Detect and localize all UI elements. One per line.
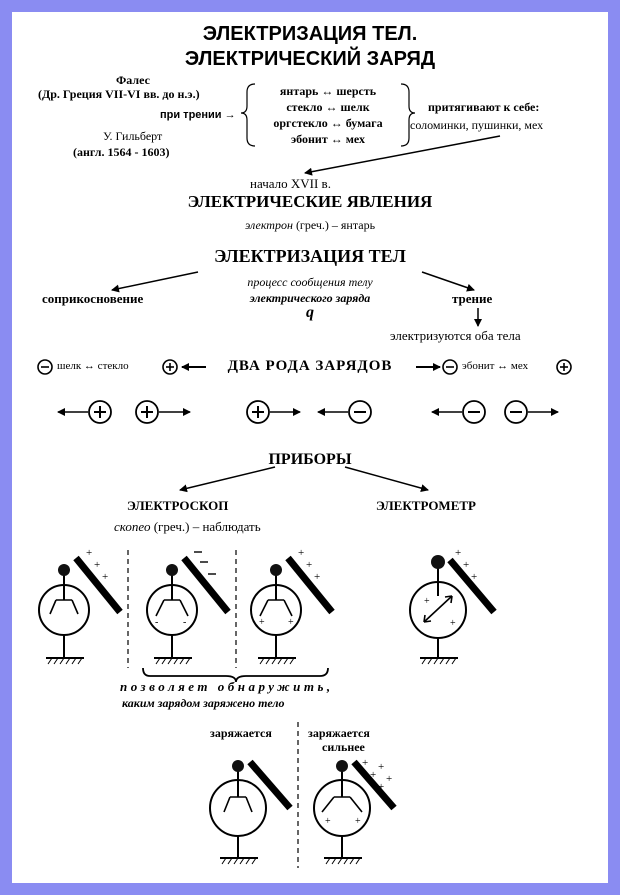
svg-text:+: +: [314, 571, 320, 583]
minus-ebonite: [442, 359, 458, 375]
charges-heading: ДВА РОДА ЗАРЯДОВ: [227, 358, 393, 374]
thales-info: (Др. Греция VII-VI вв. до н.э.): [38, 87, 200, 101]
svg-text:+: +: [325, 816, 331, 827]
contact-arrow: [111, 271, 199, 293]
history-arrow: [304, 135, 501, 176]
left-pair: шелк ↔ стекло: [57, 360, 129, 372]
pair-glass: стекло ↔ шелк: [286, 100, 370, 114]
interaction-minus-minus: [431, 400, 559, 424]
detect-line2: каким зарядом заряжено тело: [122, 696, 285, 710]
electroscope-2: - -: [146, 551, 231, 665]
svg-text:+: +: [378, 781, 384, 793]
pair-plexiglass: оргстекло ↔ бумага: [273, 116, 383, 130]
svg-text:+: +: [378, 761, 384, 773]
friction-arrow: [421, 271, 475, 292]
plus-fur: [556, 359, 572, 375]
electrization-heading: ЭЛЕКТРИЗАЦИЯ ТЕЛ: [214, 246, 406, 266]
charging-more-line2: сильнее: [322, 740, 365, 754]
svg-text:+: +: [288, 617, 294, 628]
detect-bracket: [142, 667, 329, 683]
svg-text:+: +: [306, 559, 312, 571]
plus-glass: [162, 359, 178, 375]
left-brace: [240, 83, 256, 147]
etymology-word: электрон: [245, 218, 293, 232]
pair-amber: янтарь ↔ шерсть: [279, 84, 377, 98]
svg-text:+: +: [450, 618, 456, 629]
charging-more-line1: заряжается: [308, 726, 370, 740]
svg-text:+: +: [386, 773, 392, 785]
etymology-rest: (греч.) – янтарь: [292, 218, 376, 232]
gilbert-info: (англ. 1564 - 1603): [73, 145, 170, 159]
electrometer-arrow: [344, 466, 429, 492]
svg-text:-: -: [183, 617, 186, 628]
electroscope-3: + + + + +: [250, 547, 335, 665]
interaction-plus-plus: [57, 400, 191, 424]
svg-text:+: +: [355, 816, 361, 827]
electroscope-charging-more: + + + + + + +: [313, 757, 397, 865]
svg-text:-: -: [155, 617, 158, 628]
interaction-plus-minus: [246, 400, 372, 424]
svg-text:+: +: [424, 596, 430, 607]
electroscope-arrow: [179, 466, 276, 493]
pair-ebonite: эбонит ↔ мех: [290, 132, 365, 146]
phenomena-heading: ЭЛЕКТРИЧЕСКИЕ ЯВЛЕНИЯ: [187, 192, 433, 211]
charge-symbol: q: [306, 304, 314, 321]
attract-label: притягивают к себе:: [428, 100, 540, 114]
svg-text:+: +: [298, 547, 304, 559]
detect-line1: позволяет обнаружить,: [120, 679, 334, 694]
svg-text:+: +: [86, 547, 92, 559]
svg-text:+: +: [370, 769, 376, 781]
svg-text:+: +: [94, 559, 100, 571]
friction-label: при трении →: [160, 109, 236, 121]
svg-text:+: +: [259, 617, 265, 628]
skopeo-rest: (греч.) – наблюдать: [150, 519, 261, 534]
friction-result: электризуются оба тела: [390, 328, 521, 343]
gilbert-name: У. Гильберт: [103, 129, 163, 143]
svg-text:+: +: [455, 547, 461, 559]
svg-text:+: +: [471, 571, 477, 583]
definition-line1: процесс сообщения телу: [247, 275, 373, 289]
right-pair: эбонит ↔ мех: [462, 360, 529, 372]
electrometer-label: ЭЛЕКТРОМЕТР: [376, 498, 476, 513]
right-brace: [400, 83, 416, 147]
devices-heading: ПРИБОРЫ: [268, 451, 352, 468]
method-friction: трение: [452, 291, 493, 306]
svg-text:+: +: [362, 757, 368, 769]
thales-name: Фалес: [116, 73, 150, 87]
svg-text:+: +: [102, 571, 108, 583]
svg-text:+: +: [463, 559, 469, 571]
definition-line2: электрического заряда: [249, 291, 371, 305]
title-line2: ЭЛЕКТРИЧЕСКИЙ ЗАРЯД: [184, 48, 436, 70]
skopeo-word: скопео: [114, 519, 151, 534]
title-line1: ЭЛЕКТРИЗАЦИЯ ТЕЛ.: [202, 23, 418, 45]
electroscope-charging: [209, 759, 293, 865]
minus-silk: [37, 359, 53, 375]
era-start: начало XVII в.: [250, 176, 331, 191]
electroscope-label: ЭЛЕКТРОСКОП: [127, 498, 229, 513]
charging-label: заряжается: [210, 726, 272, 740]
electroscope-1: + + +: [38, 547, 123, 665]
method-contact: соприкосновение: [42, 291, 144, 306]
electrometer: + + + + +: [409, 547, 497, 665]
attract-items: соломинки, пушинки, мех: [410, 118, 544, 132]
